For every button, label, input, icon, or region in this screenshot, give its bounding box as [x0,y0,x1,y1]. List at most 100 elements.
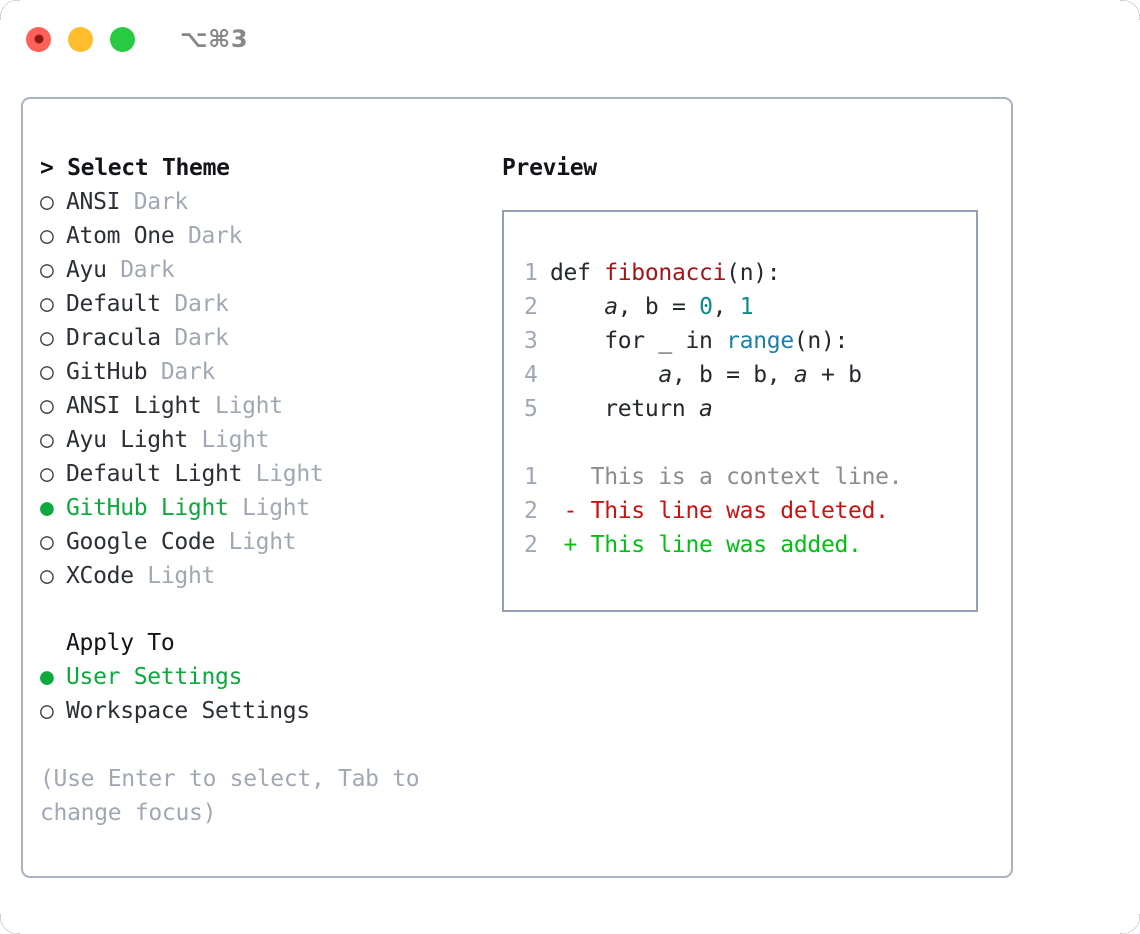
code-token-plain [550,362,658,388]
diff-line-del: 2 - This line was deleted. [524,494,976,528]
radio-unselected-icon: ○ [40,325,68,351]
theme-option-google-code[interactable]: ○ Google Code Light [40,525,510,559]
code-line-number: 4 [524,362,538,388]
theme-option-ansi[interactable]: ○ ANSI Dark [40,185,510,219]
apply-to-option-user-settings[interactable]: ● User Settings [40,660,510,694]
preview-title: Preview [502,155,597,181]
theme-option-xcode[interactable]: ○ XCode Light [40,559,510,593]
radio-unselected-icon: ○ [40,291,68,317]
diff-sample: 1 This is a context line.2 - This line w… [524,460,976,562]
radio-unselected-icon: ○ [40,461,68,487]
theme-variant-badge: Light [187,427,270,453]
theme-option-label: ANSI [66,189,121,215]
code-line: 3 for _ in range(n): [524,324,976,358]
window-corner-bottom-right [1120,914,1140,934]
title-bar: ⌥⌘3 [0,0,1140,78]
theme-variant-badge: Light [201,393,283,419]
theme-option-ayu-light[interactable]: ○ Ayu Light Light [40,423,510,457]
diff-line-number: 1 [524,464,538,490]
theme-variant-badge: Light [133,563,216,589]
theme-option-github[interactable]: ○ GitHub Dark [40,355,510,389]
code-line: 2 a, b = 0, 1 [524,290,976,324]
code-token-num: 1 [739,294,754,320]
theme-variant-badge: Light [228,495,310,521]
code-token-plain: for _ in [550,328,727,354]
diff-line-ctx: 1 This is a context line. [524,460,976,494]
close-button[interactable] [26,26,51,52]
theme-variant-badge: Dark [147,359,216,385]
apply-to-option-workspace-settings[interactable]: ○ Workspace Settings [40,694,510,728]
code-line-number: 2 [524,294,538,320]
diff-line-text: - This line was deleted. [550,498,889,524]
theme-option-label: Atom One [66,223,175,249]
diff-line-text: This is a context line. [550,464,903,490]
code-token-plain [550,294,604,320]
code-token-plain: , b = b, [671,362,794,388]
code-token-plain: , [712,294,740,320]
radio-unselected-icon: ○ [40,393,68,419]
radio-unselected-icon: ○ [40,257,68,283]
theme-option-ansi-light[interactable]: ○ ANSI Light Light [40,389,510,423]
apply-to-header: Apply To [66,630,175,656]
keyboard-hint: (Use Enter to select, Tab to change focu… [40,766,420,826]
theme-variant-badge: Dark [120,189,189,215]
diff-line-text: + This line was added. [550,532,862,558]
theme-option-label: Google Code [66,529,216,555]
theme-selector-column: > Select Theme ○ ANSI Dark○ Atom One Dar… [40,151,510,830]
radio-unselected-icon: ○ [40,223,68,249]
code-token-kw: range [726,328,794,354]
theme-option-label: Dracula [66,325,161,351]
code-token-var: a [699,396,713,422]
code-diff-spacer [524,426,976,460]
code-token-num: 0 [699,294,713,320]
window-corner-bottom-left [0,914,20,934]
theme-list-header: > Select Theme [40,151,510,185]
code-token-var: a [658,362,672,388]
code-token-plain: (n): [726,260,781,286]
diff-line-number: 2 [524,498,538,524]
radio-unselected-icon: ○ [40,698,68,724]
code-line-number: 3 [524,328,538,354]
theme-option-default[interactable]: ○ Default Dark [40,287,510,321]
apply-to-option-label: Workspace Settings [66,698,310,724]
theme-option-github-light[interactable]: ● GitHub Light Light [40,491,510,525]
code-line: 5 return a [524,392,976,426]
theme-option-label: XCode [66,563,134,589]
header-prefix: > [40,155,68,181]
theme-option-default-light[interactable]: ○ Default Light Light [40,457,510,491]
theme-option-dracula[interactable]: ○ Dracula Dark [40,321,510,355]
minimize-button[interactable] [68,26,93,52]
theme-option-label: GitHub [66,359,148,385]
code-token-plain: (n): [793,328,849,354]
theme-option-label: GitHub Light [66,495,229,521]
theme-variant-badge: Light [215,529,297,555]
code-token-fn: fibonacci [604,260,727,286]
section-spacer [40,593,510,626]
theme-option-label: Default Light [66,461,243,487]
radio-selected-icon: ● [40,495,68,521]
theme-list: ○ ANSI Dark○ Atom One Dark○ Ayu Dark○ De… [40,185,510,593]
radio-unselected-icon: ○ [40,427,68,453]
theme-option-ayu[interactable]: ○ Ayu Dark [40,253,510,287]
code-token-var: a [604,294,618,320]
theme-option-atom-one[interactable]: ○ Atom One Dark [40,219,510,253]
code-token-plain: def [550,260,605,286]
radio-unselected-icon: ○ [40,359,68,385]
radio-selected-icon: ● [40,664,68,690]
theme-option-label: ANSI Light [66,393,202,419]
maximize-button[interactable] [110,26,135,52]
theme-option-label: Ayu Light [66,427,188,453]
code-token-plain: return [550,396,700,422]
keyboard-shortcut-label: ⌥⌘3 [180,25,249,53]
apply-to-option-label: User Settings [66,664,243,690]
theme-variant-badge: Dark [174,223,243,249]
radio-unselected-icon: ○ [40,529,68,555]
code-line: 4 a, b = b, a + b [524,358,976,392]
code-token-var: a [793,362,808,388]
theme-option-label: Default [66,291,161,317]
apply-to-list: ● User Settings○ Workspace Settings [40,660,510,728]
